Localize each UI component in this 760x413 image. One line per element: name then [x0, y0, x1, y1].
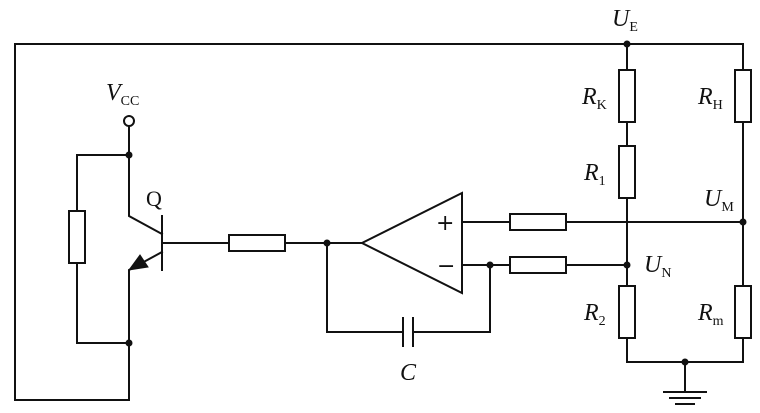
label-rk: RK [581, 84, 607, 113]
opamp-triangle [359, 191, 463, 295]
parallel-resistor-wire [76, 154, 130, 344]
label-q: Q [146, 186, 162, 211]
output-node-dot [323, 239, 331, 247]
label-ue: UE [612, 6, 638, 35]
label-um: UM [704, 186, 734, 215]
label-rm: Rm [697, 300, 724, 329]
resistor-r1 [618, 145, 636, 199]
ground-node-dot [681, 358, 689, 366]
label-r1: R1 [583, 160, 606, 189]
resistor-rm [734, 285, 752, 339]
feedback-wire [326, 242, 491, 333]
label-rh: RH [697, 84, 723, 113]
resistor-rh [734, 69, 752, 123]
label-c: C [400, 360, 417, 386]
label-un: UN [644, 252, 671, 281]
vcc-terminal [123, 115, 135, 127]
um-node-dot [739, 218, 747, 226]
emitter-arrow-icon [127, 254, 149, 271]
transistor-collector [128, 154, 164, 236]
ground-symbol [663, 391, 707, 405]
resistor-parallel [68, 210, 86, 264]
resistor-minus-input [509, 256, 567, 274]
resistor-base [228, 234, 286, 252]
resistor-plus-input [509, 213, 567, 231]
label-r2: R2 [583, 300, 606, 329]
label-vcc: VCC [106, 80, 139, 109]
resistor-rk [618, 69, 636, 123]
opamp-minus-sign: − [437, 254, 455, 279]
opamp-plus-sign: + [436, 211, 454, 236]
capacitor-c [402, 317, 414, 347]
resistor-r2 [618, 285, 636, 339]
un-node-dot [623, 261, 631, 269]
left-return-wire [14, 43, 130, 401]
bridge-bottom-wire [626, 361, 744, 393]
